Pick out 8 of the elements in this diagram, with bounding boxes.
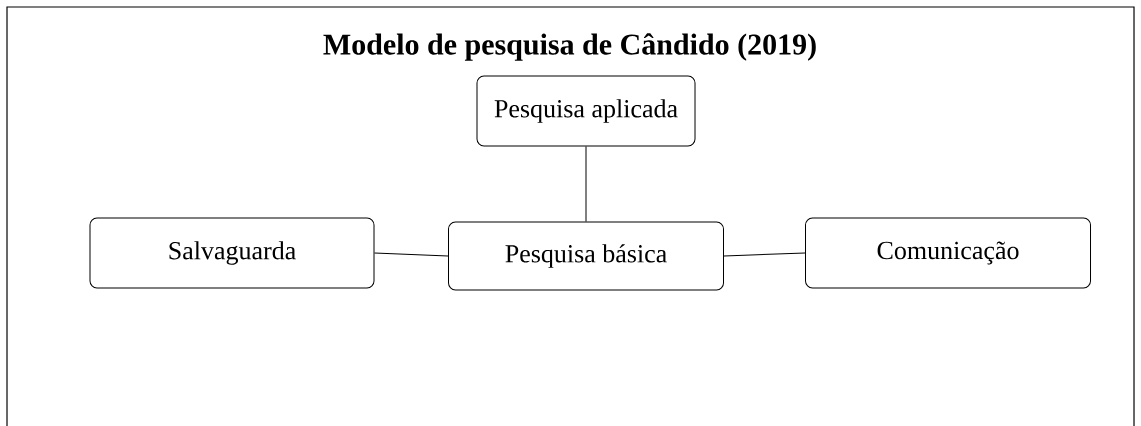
connector-line — [723, 252, 806, 257]
connector-line — [374, 252, 449, 257]
connector-line — [585, 146, 587, 222]
process-box: Salvaguarda — [89, 217, 375, 289]
process-box: Pesquisa básica — [448, 221, 724, 291]
process-box: Comunicação — [805, 217, 1091, 289]
process-box: Pesquisa aplicada — [476, 75, 696, 147]
title: Modelo de pesquisa de Cândido (2019) — [323, 33, 816, 61]
